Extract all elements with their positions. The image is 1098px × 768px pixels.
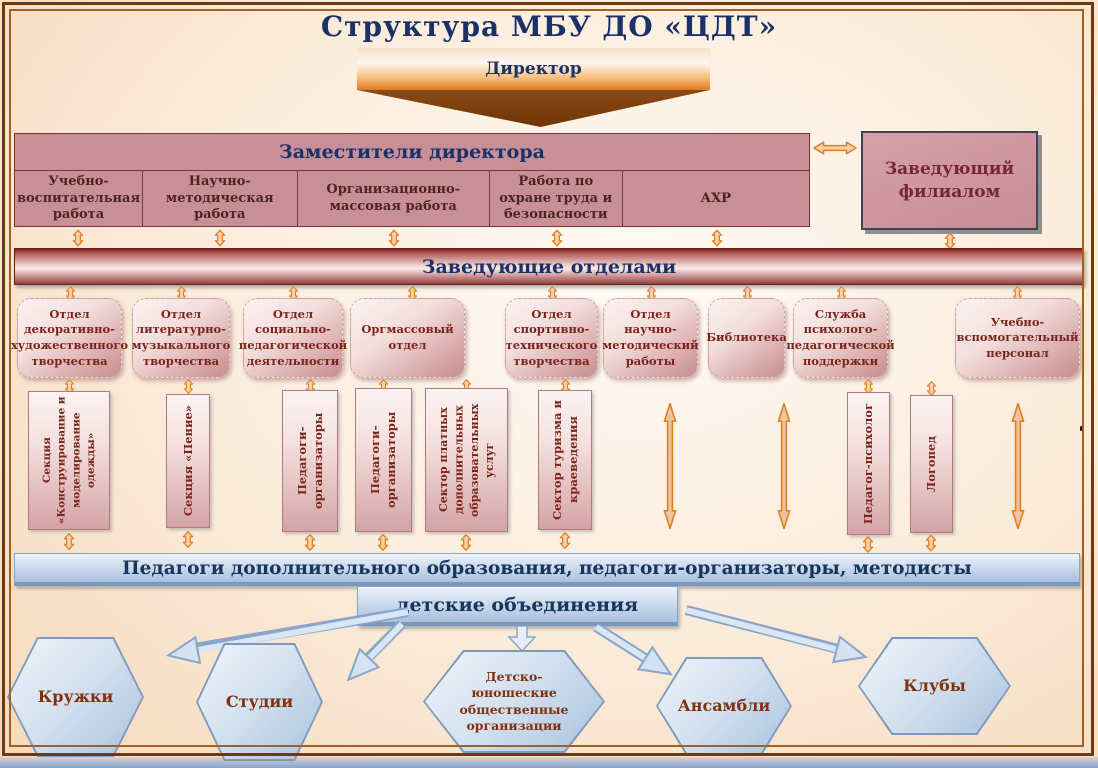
deputy-cell-mass-work: Организационно-массовая работа	[298, 171, 490, 227]
deputies-box: Заместители директора Учебно-воспитатель…	[14, 133, 810, 227]
unit-box-organizers-2: Педагоги-организаторы	[355, 388, 412, 532]
unit-label: Секция «Пение»	[180, 405, 195, 517]
deputies-cells-row: Учебно-воспитательная работа Научно-мето…	[15, 171, 809, 227]
v-double-arrow-icon	[303, 533, 317, 552]
v-double-arrow-icon	[925, 381, 938, 396]
bottom-edge-strip	[0, 757, 1098, 768]
unit-box-psychologist: Педагог-психолог	[847, 392, 890, 535]
department-box-sports-technical: Отдел спортивно-технического творчества	[505, 298, 598, 378]
department-box-decorative-arts: Отдел декоративно-художественного творче…	[11, 298, 128, 378]
unit-label: Сектор туризма и краеведения	[549, 400, 580, 520]
unit-box-sewing-section: Секция «Конструирование и моделирование …	[28, 391, 110, 530]
hexagon-clubs: Клубы	[858, 637, 1011, 735]
hexagon-label: Студии	[198, 645, 321, 759]
long-v-double-arrow-icon	[662, 386, 678, 546]
v-double-arrow-icon	[558, 531, 572, 550]
h-double-arrow-icon	[812, 139, 858, 157]
v-double-arrow-icon	[62, 532, 76, 551]
hexagon-circles: Кружки	[7, 637, 144, 757]
page-title: Структура МБУ ДО «ЦДТ»	[320, 10, 778, 43]
v-double-arrow-icon	[550, 228, 564, 248]
unit-label: Педагоги-организаторы	[294, 412, 325, 510]
v-double-arrow-icon	[376, 533, 390, 552]
hexagon-ensembles: Ансамбли	[656, 657, 792, 755]
flow-arrow-icon	[140, 607, 409, 666]
director-banner: Директор	[357, 48, 710, 90]
flow-arrow-icon	[593, 622, 680, 680]
unit-label: Логопед	[924, 436, 939, 492]
v-double-arrow-icon	[181, 530, 195, 549]
v-double-arrow-icon	[861, 536, 875, 553]
department-box-library: Библиотека	[706, 298, 787, 378]
v-double-arrow-icon	[71, 228, 85, 248]
unit-label: Сектор платных дополнительных образовате…	[436, 403, 496, 517]
long-v-double-arrow-icon	[1010, 386, 1026, 546]
unit-label: Педагог-психолог	[861, 402, 876, 525]
department-box-social-pedagogical: Отдел социально-педагогической деятельно…	[239, 298, 347, 378]
branch-head-box: Заведующий филиалом	[861, 131, 1038, 230]
teachers-bar: Педагоги дополнительного образования, пе…	[14, 553, 1080, 586]
unit-box-speech-therapist: Логопед	[910, 395, 953, 533]
director-arrow-shape	[357, 90, 710, 127]
deputy-cell-methodical: Научно-методическая работа	[143, 171, 298, 227]
deputy-cell-ahr: АХР	[700, 190, 731, 206]
flow-arrow-icon	[684, 605, 876, 666]
long-v-double-arrow-icon	[776, 386, 792, 546]
unit-box-paid-services: Сектор платных дополнительных образовате…	[425, 388, 508, 532]
stray-dot-mark	[1080, 426, 1083, 431]
v-double-arrow-icon	[387, 228, 401, 248]
children-associations-box: детские объединения	[357, 586, 678, 626]
unit-box-singing-section: Секция «Пение»	[166, 394, 210, 528]
deputy-cell-teaching: Учебно-воспитательная работа	[15, 171, 143, 227]
deputies-header: Заместители директора	[15, 134, 809, 171]
v-double-arrow-icon	[924, 534, 938, 552]
department-box-support-staff: Учебно-вспомогательный персонал	[955, 298, 1080, 378]
unit-box-organizers-1: Педагоги-организаторы	[282, 390, 338, 532]
department-box-org-mass: Оргмассовый отдел	[350, 298, 465, 378]
department-heads-bar: Заведующие отделами	[14, 248, 1084, 285]
v-double-arrow-icon	[459, 533, 473, 552]
deputy-cell-safety: Работа по охране труда и безопасности	[490, 171, 623, 227]
flow-arrow-icon	[330, 620, 406, 684]
flow-arrow-icon	[507, 625, 537, 653]
unit-label: Педагоги-организаторы	[368, 411, 399, 509]
hexagon-label: Клубы	[860, 639, 1009, 733]
hexagon-label: Ансамбли	[658, 659, 790, 753]
department-box-literary-music: Отдел литературно-музыкального творчеств…	[132, 298, 230, 378]
hexagon-youth-organizations: Детско-юношеские общественные организаци…	[423, 650, 605, 753]
unit-box-tourism-sector: Сектор туризма и краеведения	[538, 390, 592, 530]
hexagon-label: Детско-юношеские общественные организаци…	[425, 652, 603, 751]
hexagon-studios: Студии	[196, 643, 323, 761]
unit-label: Секция «Конструирование и моделирование …	[40, 396, 97, 525]
department-box-scientific-methodical: Отдел научно-методический работы	[602, 298, 699, 378]
v-double-arrow-icon	[182, 379, 195, 394]
hexagon-label: Кружки	[9, 639, 142, 755]
department-box-psychological-service: Служба психолого-педагогической поддержк…	[786, 298, 895, 378]
v-double-arrow-icon	[213, 228, 227, 248]
v-double-arrow-icon	[710, 228, 724, 248]
